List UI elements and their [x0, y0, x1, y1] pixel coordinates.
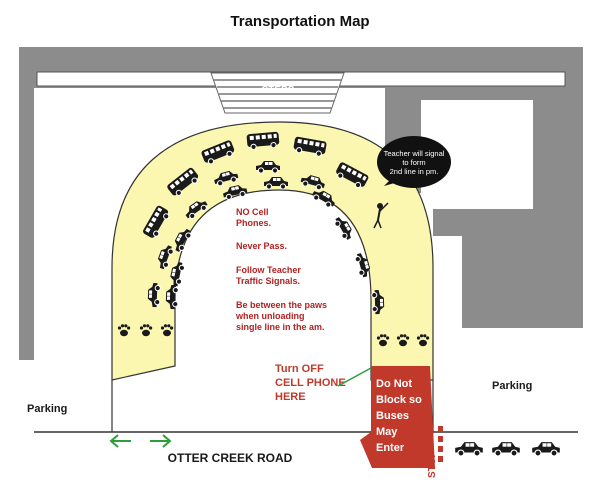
car-icon [491, 441, 521, 457]
direction-arrow-icon [150, 434, 172, 448]
block-notice-line-5: Enter [376, 442, 405, 454]
parking-label-left: Parking [27, 403, 67, 415]
phone-notice-line-2: CELL PHONE [275, 377, 346, 389]
block-notice-line-3: Buses [376, 410, 409, 422]
stop-line [438, 426, 443, 462]
block-notice-line-4: May [376, 426, 398, 438]
road-label: OTTER CREEK ROAD [168, 451, 293, 465]
phone-notice-pointer [337, 367, 372, 387]
rule-paws-line-1: Be between the paws [236, 300, 327, 310]
teacher-speech-bubble [377, 136, 451, 188]
stop-label: STOP [427, 451, 438, 478]
phone-notice-line-3: HERE [275, 391, 306, 403]
rule-traffic-signals-line-2: Traffic Signals. [236, 276, 300, 286]
block-zone [360, 366, 435, 468]
phone-notice: Turn OFF CELL PHONE HERE [275, 363, 346, 403]
rule-no-phones-line-1: NO Cell [236, 207, 269, 217]
car-icon [531, 441, 561, 457]
rules-list: NO Cell Phones. Never Pass. Follow Teach… [235, 207, 327, 332]
block-notice-line-2: Block so [376, 394, 422, 406]
steps-label: STEPS [262, 85, 295, 96]
rule-never-pass: Never Pass. [236, 241, 287, 251]
rule-paws-line-2: when unloading [235, 311, 305, 321]
rule-no-phones-line-2: Phones. [236, 218, 271, 228]
direction-arrow-icon [109, 434, 131, 448]
rule-traffic-signals-line-1: Follow Teacher [236, 265, 301, 275]
block-notice: Do Not Block so Buses May Enter [376, 378, 422, 454]
rule-paws-line-3: single line in the am. [236, 322, 325, 332]
east-wing [462, 236, 583, 328]
block-notice-line-1: Do Not [376, 378, 412, 390]
bubble-text-line-1: Teacher will signal [384, 149, 445, 158]
car-icon [454, 441, 484, 457]
steps [210, 72, 345, 114]
parking-label-right: Parking [492, 380, 532, 392]
phone-notice-line-1: Turn OFF [275, 363, 324, 375]
dropoff-lane [111, 121, 434, 381]
teacher-figure-icon [373, 202, 389, 229]
bubble-text-line-2: to form [402, 158, 425, 167]
map-title: Transportation Map [230, 13, 370, 30]
bubble-text-line-3: 2nd line in pm. [390, 167, 439, 176]
